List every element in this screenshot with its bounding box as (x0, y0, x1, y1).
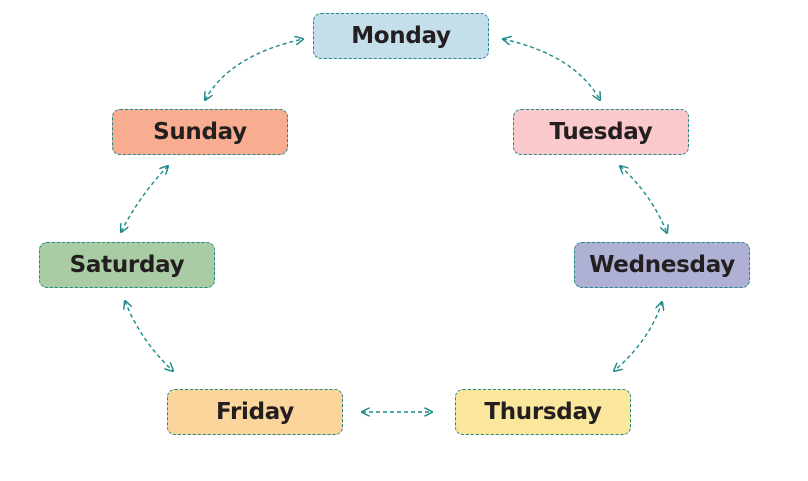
arrow-saturday-friday (125, 301, 173, 371)
day-box-friday: Friday (167, 389, 343, 435)
arrow-monday-tuesday (503, 39, 600, 100)
day-box-monday: Monday (313, 13, 489, 59)
arrow-tuesday-wednesday (620, 166, 667, 233)
day-box-thursday: Thursday (455, 389, 631, 435)
day-box-tuesday: Tuesday (513, 109, 689, 155)
arrow-sunday-monday (205, 39, 303, 100)
day-box-wednesday: Wednesday (574, 242, 750, 288)
day-box-sunday: Sunday (112, 109, 288, 155)
arrow-sunday-saturday (121, 166, 168, 232)
day-box-saturday: Saturday (39, 242, 215, 288)
arrow-wednesday-thursday (614, 302, 662, 371)
